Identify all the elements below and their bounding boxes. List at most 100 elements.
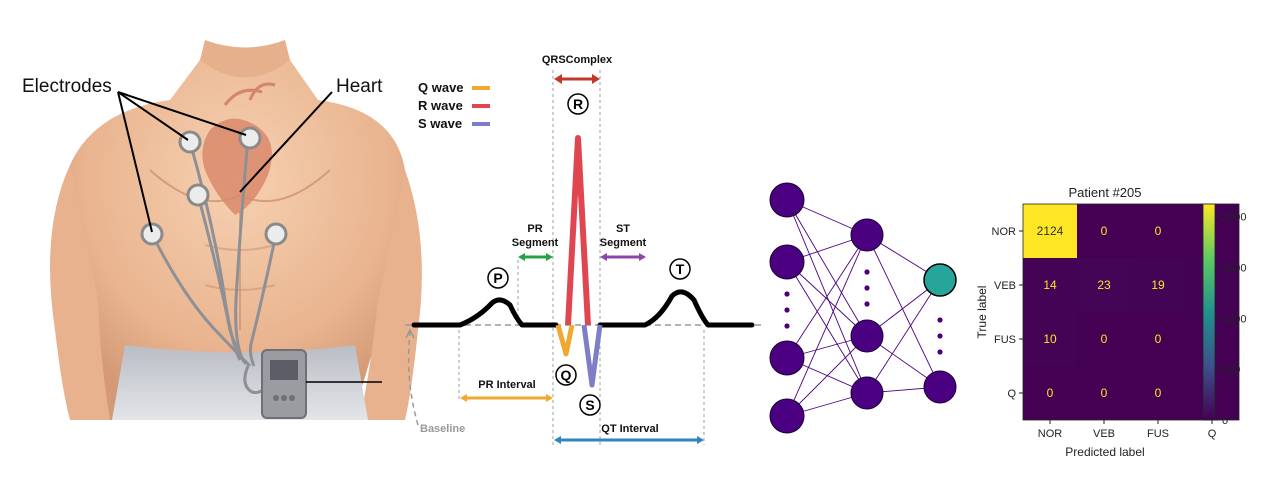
y-axis-label: True label [975,286,989,339]
ellipsis-dot [937,317,943,323]
label-pointers [117,91,333,233]
right-arm [360,170,422,420]
ecg-trace [411,289,755,328]
r-wave [565,135,591,326]
cell-value-label: 0 [1155,224,1162,238]
cell-value-label: 19 [1151,278,1165,292]
confusion-matrix-panel: Patient #205 Predicted label True label … [975,185,1246,459]
heatmap-frame [1022,203,1240,421]
x-axis-label: Predicted label [1065,445,1144,459]
heatmap-cell [1131,258,1185,312]
ellipsis-dot [864,269,870,275]
st-segment-label-line2: Segment [600,237,647,249]
pr-interval-label: PR Interval [478,379,535,391]
cell-value-label: 14 [1043,278,1057,292]
legend-q-label: Q wave [418,80,464,95]
output-node [923,370,957,404]
ellipsis-dot [937,349,943,355]
chart-title: Patient #205 [1068,185,1141,200]
ellipsis-dot [784,307,790,313]
s-wave [581,324,603,388]
colorbar-tick-label: 500 [1222,364,1240,376]
legend-r-label: R wave [418,98,463,113]
qt-interval-marker: QT Interval [554,423,704,444]
pr-segment-label-line1: PR [527,223,542,235]
heart-label: Heart [336,76,383,97]
peak-labels: P R Q S T [487,93,691,416]
output-node-active [923,263,957,297]
electrodes [140,126,288,246]
input-node [769,182,805,218]
cell-value-label: 0 [1155,386,1162,400]
holter-monitor [261,349,382,419]
heatmap-cell [1131,204,1185,258]
cell-value-label: 0 [1101,224,1108,238]
x-tick-label: NOR [1038,428,1063,440]
q-peak-label: Q [561,367,572,383]
torso [70,50,405,420]
heatmap-cell [1077,312,1131,366]
cell-value-label: 0 [1101,386,1108,400]
heatmap-cell [1131,312,1185,366]
hidden-node [850,376,884,410]
pr-interval-marker: PR Interval [460,379,553,402]
x-tick-label: FUS [1147,428,1169,440]
electrode [264,222,288,246]
ellipsis-dot [937,333,943,339]
y-tick-label: FUS [994,334,1016,346]
s-peak-label: S [585,397,594,413]
input-node [769,244,805,280]
y-tick-label: NOR [992,226,1017,238]
electrode [140,222,164,246]
heatmap-cell [1131,366,1185,420]
electrode [186,183,210,207]
r-peak-label: R [573,96,583,112]
cell-value-label: 23 [1097,278,1111,292]
st-segment-marker: ST Segment [600,223,647,261]
input-node [769,340,805,376]
heatmap-cell [1077,366,1131,420]
qrs-complex-marker: QRSComplex [542,54,613,84]
colorbar-tick-label: 1000 [1222,313,1246,325]
colorbar-tick-label: 0 [1222,415,1228,427]
cell-value-label: 0 [1101,332,1108,346]
y-tick-label: Q [1007,388,1016,400]
q-wave [555,324,575,357]
heatmap-cell [1023,258,1077,312]
cell-value-label: 2124 [1037,224,1064,238]
ellipsis-dot [784,323,790,329]
heatmap-cell [1077,258,1131,312]
y-tick-label: VEB [994,280,1016,292]
x-tick-label: Q [1208,428,1217,440]
ecg-panel: Q wave R wave S wave Baseline [405,54,765,445]
heatmap-cell [1023,204,1077,258]
electrode [178,130,202,154]
neural-network-panel [769,182,957,434]
electrodes-label: Electrodes [22,76,112,97]
input-node [769,398,805,434]
baseline-arrow [407,331,419,426]
colorbar-tick-label: 2000 [1222,212,1246,224]
qrs-complex-label: QRSComplex [542,54,613,66]
hidden-node [850,218,884,252]
heatmap-cell [1023,312,1077,366]
baseline-label: Baseline [420,423,465,435]
neck [200,40,290,78]
electrode [238,126,262,150]
ellipsis-dot [864,285,870,291]
cell-value-label: 10 [1043,332,1057,346]
cell-value-label: 0 [1155,332,1162,346]
heatmap-cell [1077,204,1131,258]
pr-segment-marker: PR Segment [512,223,559,261]
guide-lines [458,70,705,445]
x-tick-label: VEB [1093,428,1115,440]
ellipsis-dot [864,301,870,307]
wave-legend: Q wave R wave S wave [418,80,490,131]
heatmap-cell [1023,366,1077,420]
colorbar-tick-label: 1500 [1222,262,1246,274]
pr-segment-label-line2: Segment [512,237,559,249]
anatomy-panel: Electrodes Heart [22,40,422,420]
ellipsis-dot [784,291,790,297]
p-peak-label: P [493,270,502,286]
